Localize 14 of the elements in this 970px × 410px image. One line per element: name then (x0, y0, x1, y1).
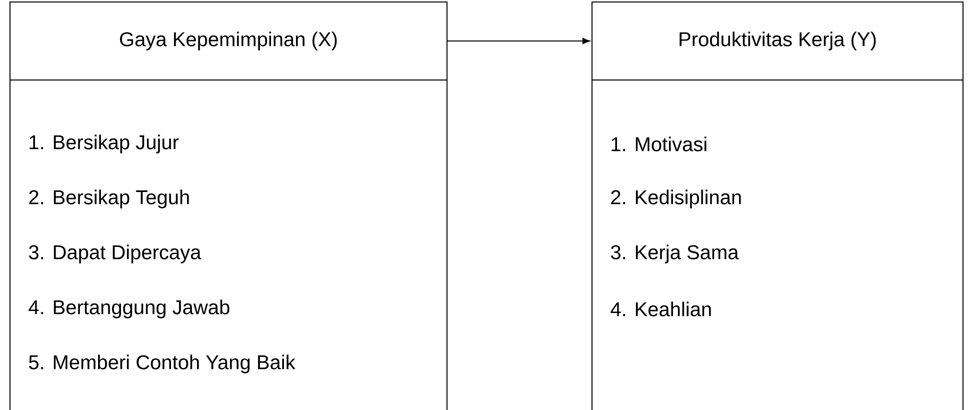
list-item: 1. Motivasi (612, 136, 706, 152)
list-item: 3. Kerja Sama (610, 244, 739, 264)
list-item: 4. Bertanggung Jawab (28, 300, 230, 318)
list-item: 2. Bersikap Teguh (29, 190, 189, 208)
header-box: Produktivitas Kerja (Y) (592, 2, 964, 80)
list-box (10, 80, 448, 410)
list-box (592, 80, 964, 410)
list-item: 4. Keahlian (610, 302, 711, 316)
header-box: Gaya Kepemimpinan (X) (10, 2, 448, 80)
list-item: 5. Memberi Contoh Yang Baik (29, 354, 296, 374)
arrow (447, 38, 590, 44)
list-item: 2. Kedisiplinan (611, 190, 741, 208)
list-item: 3. Dapat Dipercaya (28, 244, 202, 264)
list-item: 1. Bersikap Jujur (30, 134, 179, 154)
